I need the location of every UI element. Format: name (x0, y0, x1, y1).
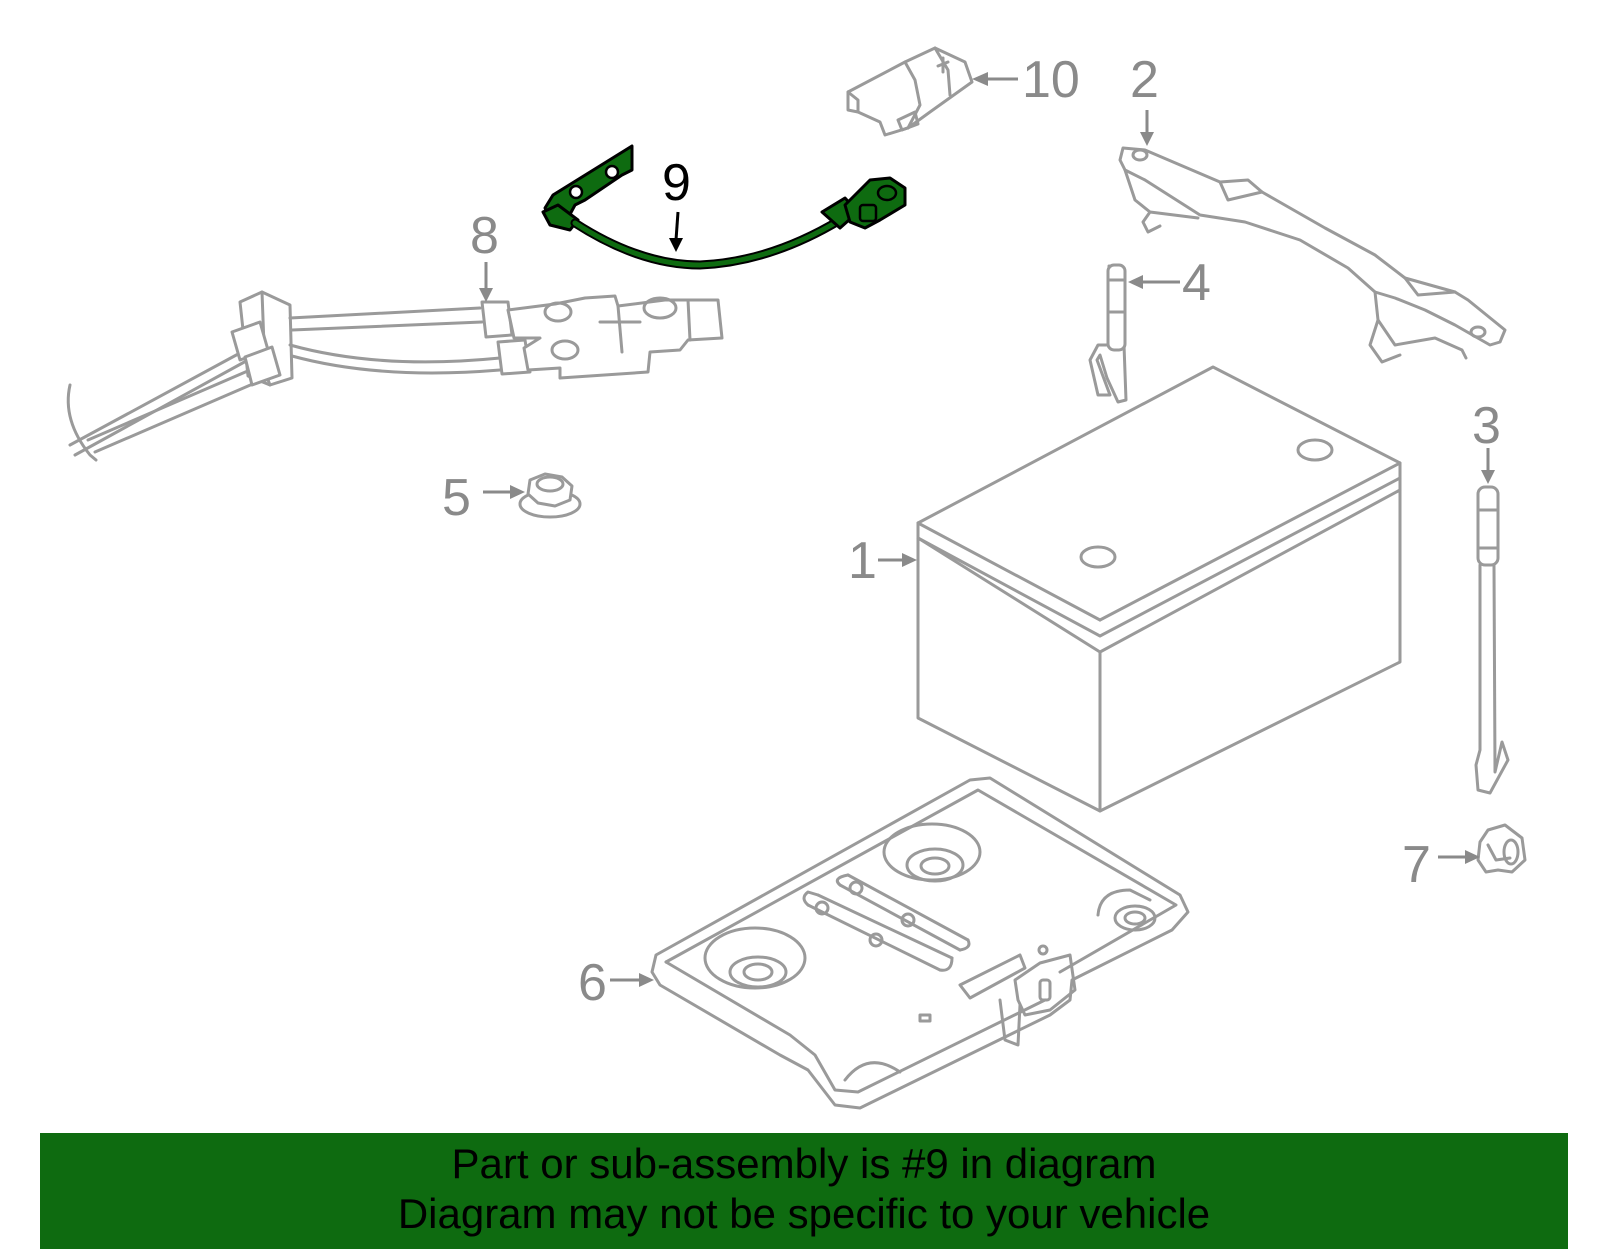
part-2-hold-down-bracket (1118, 146, 1507, 364)
svg-text:5: 5 (442, 469, 471, 527)
part-4-j-bolt (1088, 263, 1128, 404)
svg-text:1: 1 (848, 532, 877, 590)
callout-5: 5 (442, 469, 525, 527)
banner-line-2: Diagram may not be specific to your vehi… (397, 1190, 1211, 1237)
svg-text:8: 8 (470, 207, 499, 265)
svg-text:10: 10 (1022, 51, 1080, 109)
callout-9: 9 (662, 154, 691, 252)
part-6-battery-tray (650, 776, 1190, 1110)
svg-text:9: 9 (662, 154, 691, 212)
svg-text:6: 6 (578, 954, 607, 1012)
callout-2: 2 (1130, 51, 1159, 146)
part-1-battery (916, 365, 1402, 813)
info-banner: Part or sub-assembly is #9 in diagram Di… (40, 1133, 1568, 1249)
callout-8: 8 (470, 207, 499, 302)
callout-10: 10 (972, 51, 1080, 109)
callout-7: 7 (1402, 836, 1480, 894)
svg-text:2: 2 (1130, 51, 1159, 109)
part-5-nut (518, 472, 582, 519)
callout-6: 6 (578, 954, 654, 1012)
svg-text:7: 7 (1402, 836, 1431, 894)
part-8-positive-cable (66, 290, 724, 462)
part-7-clip (1476, 823, 1527, 874)
callout-4: 4 (1128, 254, 1211, 312)
callout-1: 1 (848, 532, 917, 590)
part-3-long-j-bolt (1474, 485, 1510, 795)
part-10-terminal-cover (846, 46, 974, 137)
svg-text:4: 4 (1182, 254, 1211, 312)
banner-line-1: Part or sub-assembly is #9 in diagram (451, 1140, 1157, 1187)
svg-text:3: 3 (1472, 397, 1501, 455)
part-9-negative-cable (541, 144, 907, 270)
callout-3: 3 (1472, 397, 1501, 484)
